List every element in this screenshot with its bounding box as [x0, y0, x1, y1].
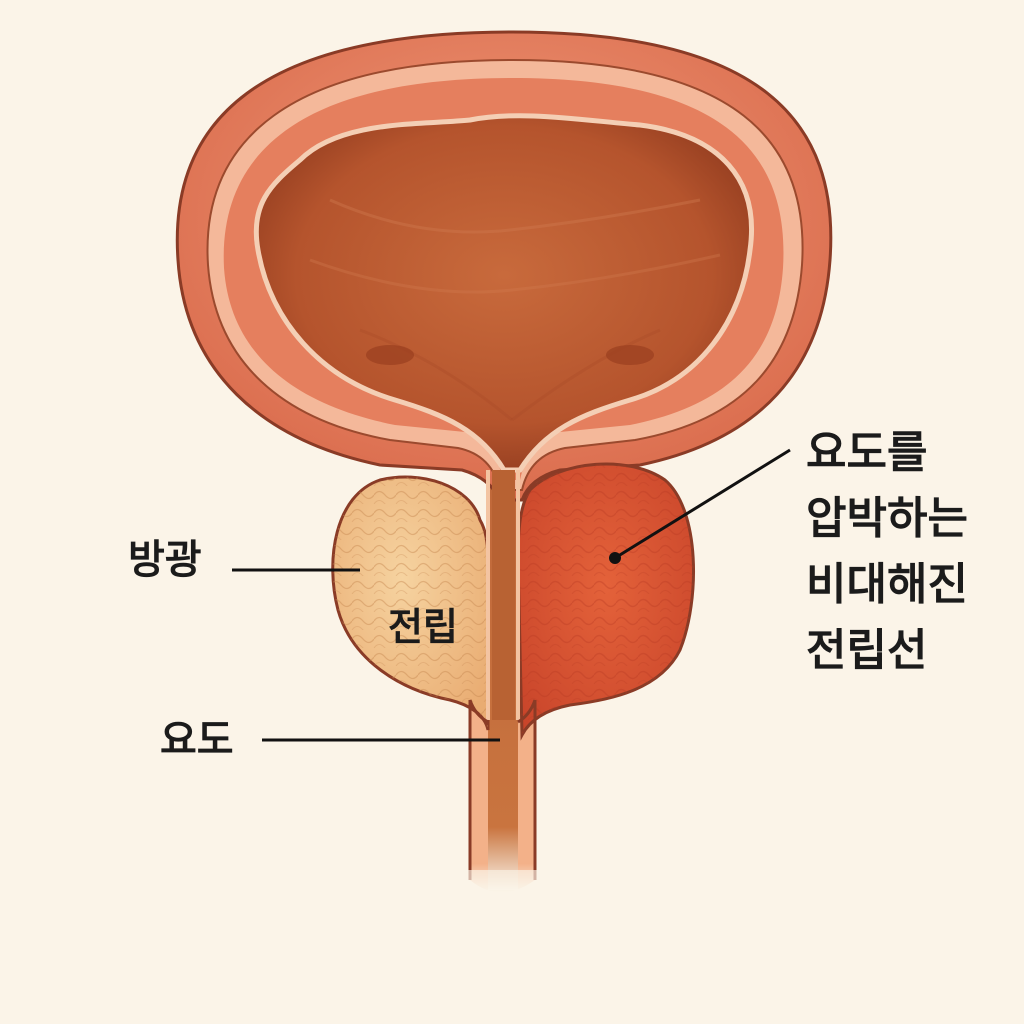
ureteric-orifice-left: [366, 345, 414, 365]
enlarged-prostate-label-line: 요도를: [806, 427, 928, 478]
bladder-lumen: [253, 113, 754, 473]
ureteric-orifice-right: [606, 345, 654, 365]
enlarged-prostate-pointer-dot: [609, 552, 621, 564]
enlarged-prostate-label: 요도를 압박하는 비대해진 전립선: [806, 420, 968, 684]
enlarged-prostate-leader-line: [614, 448, 791, 560]
urethra-label: 요도: [160, 717, 234, 763]
prostatic-urethra: [492, 470, 515, 720]
enlarged-prostate-label-line: 비대해진: [806, 559, 968, 610]
enlarged-prostate-label-line: 압박하는: [806, 493, 968, 544]
bladder-label: 방광: [128, 537, 202, 583]
prostate-label: 전립: [388, 605, 458, 649]
enlarged-prostate-label-line: 전립선: [806, 625, 928, 676]
